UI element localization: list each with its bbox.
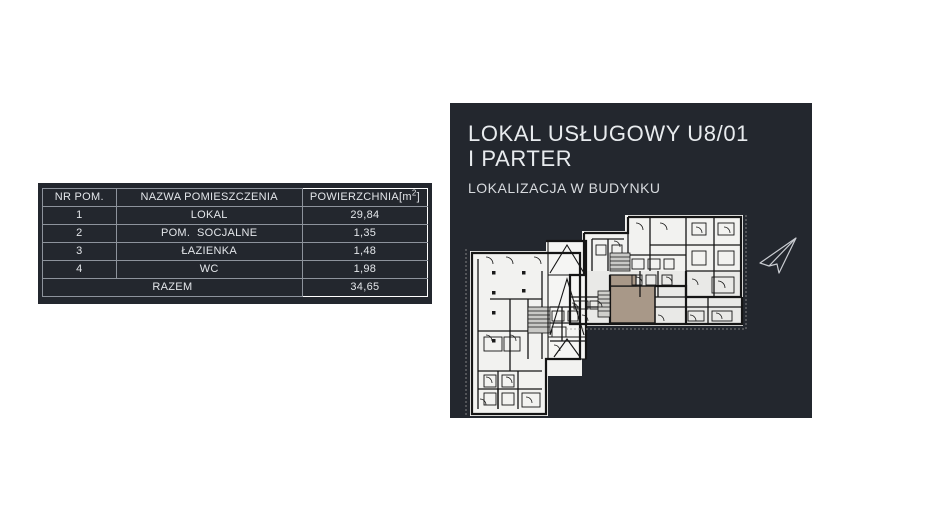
stair-core — [527, 252, 631, 334]
north-arrow-svg — [759, 237, 797, 274]
area-unit-suffix: ] — [416, 191, 420, 203]
site-boundary — [465, 215, 747, 417]
table-row: 1 LOKAL 29,84 — [42, 206, 429, 225]
building-floorplan — [450, 211, 812, 418]
atrium-roof — [547, 240, 587, 360]
table-body: 1 LOKAL 29,84 2 POM. SOCJALNE 1,35 3 ŁAZ… — [42, 206, 429, 297]
cell-room-name: LOKAL — [115, 206, 303, 225]
cell-total-area: 34,65 — [301, 278, 429, 297]
table-row: 2 POM. SOCJALNE 1,35 — [42, 224, 429, 243]
door-swings — [479, 222, 731, 406]
page-title-line-2: I PARTER — [468, 146, 573, 171]
cell-room-number: 2 — [42, 224, 117, 243]
floorplan-walls — [470, 215, 744, 416]
page-title-line-1: LOKAL USŁUGOWY U8/01 — [468, 121, 749, 146]
unit-location-panel: LOKAL USŁUGOWY U8/01 I PARTER LOKALIZACJ… — [450, 103, 812, 418]
room-schedule-panel: NR POM. NAZWA POMIESZCZENIA POWIERZCHNIA… — [38, 183, 432, 304]
cell-room-number: 1 — [42, 206, 117, 225]
cell-room-name: ŁAZIENKA — [115, 242, 303, 261]
cell-room-area: 1,98 — [301, 260, 429, 279]
area-unit-superscript: 2 — [411, 188, 417, 198]
table-row: 4 WC 1,98 — [42, 260, 429, 279]
cell-room-name: POM. SOCJALNE — [115, 224, 303, 243]
cell-room-number: 4 — [42, 260, 117, 279]
column-header-area: POWIERZCHNIA[m2] — [301, 188, 429, 207]
structural-columns — [492, 271, 526, 343]
cell-room-area: 1,48 — [301, 242, 429, 261]
column-header-area-text: POWIERZCHNIA[m — [309, 191, 412, 203]
panel-subtitle: LOKALIZACJA W BUDYNKU — [468, 180, 661, 196]
table-head: NR POM. NAZWA POMIESZCZENIA POWIERZCHNIA… — [42, 188, 429, 207]
cell-room-area: 29,84 — [301, 206, 429, 225]
table-row: 3 ŁAZIENKA 1,48 — [42, 242, 429, 261]
cell-total-label: RAZEM — [42, 278, 303, 297]
table-total-row: RAZEM 34,65 — [42, 278, 429, 297]
column-header-number: NR POM. — [42, 188, 117, 207]
floorplan-svg — [465, 215, 747, 417]
cell-room-area: 1,35 — [301, 224, 429, 243]
cell-room-number: 3 — [42, 242, 117, 261]
cell-room-name: WC — [115, 260, 303, 279]
north-arrow-icon — [755, 233, 801, 279]
table-header-row: NR POM. NAZWA POMIESZCZENIA POWIERZCHNIA… — [42, 188, 429, 207]
column-header-name: NAZWA POMIESZCZENIA — [115, 188, 303, 207]
panel-heading: LOKAL USŁUGOWY U8/01 I PARTER LOKALIZACJ… — [468, 121, 798, 197]
room-schedule-table: NR POM. NAZWA POMIESZCZENIA POWIERZCHNIA… — [42, 188, 429, 297]
